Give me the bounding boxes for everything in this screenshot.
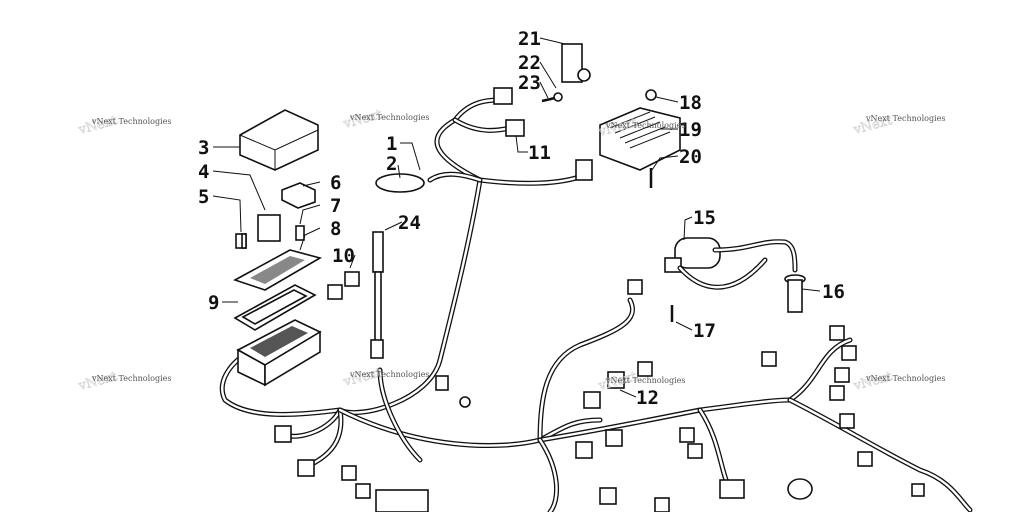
callout-17: 17 (693, 320, 716, 342)
watermark-6: vNext Technologies (349, 370, 429, 379)
part-22-washer (553, 92, 563, 102)
callout-10: 10 (332, 245, 355, 267)
watermark-5: vNext Technologies (91, 374, 171, 383)
callout-21: 21 (518, 28, 541, 50)
leader-lines (212, 37, 821, 398)
callout-18: 18 (679, 92, 702, 114)
callout-24: 24 (398, 212, 421, 234)
watermark-2: vNext Technologies (349, 113, 429, 122)
callout-11: 11 (528, 142, 551, 164)
part-3-fuse-box-cover (239, 109, 319, 171)
part-10-connector (327, 271, 360, 300)
watermark-8: vNext Technologies (865, 374, 945, 383)
callout-2: 2 (386, 153, 397, 175)
callout-4: 4 (198, 161, 209, 183)
watermark-7: vNext Technologies (605, 376, 685, 385)
callout-15: 15 (693, 207, 716, 229)
part-21-bracket (561, 43, 591, 83)
callout-3: 3 (198, 137, 209, 159)
part-5-fuse (235, 233, 247, 249)
part-11-connector (505, 119, 525, 137)
harness-top-connector (493, 87, 513, 105)
part-19-voltage-regulator (599, 107, 681, 171)
part-15-solenoid (664, 237, 798, 290)
callout-22: 22 (518, 52, 541, 74)
callout-12: 12 (636, 387, 659, 409)
watermark-1: vNext Technologies (91, 117, 171, 126)
callout-6: 6 (330, 172, 341, 194)
fuse-box-base (236, 319, 322, 387)
callout-23: 23 (518, 72, 541, 94)
part-7-mini-fuse (295, 225, 305, 241)
callout-19: 19 (679, 119, 702, 141)
regulator-connector (575, 159, 593, 181)
callout-9: 9 (208, 292, 219, 314)
part-4-relay (257, 214, 281, 242)
part-6-mini-relay (281, 182, 316, 209)
callout-labels: 1 2 3 4 5 6 7 8 9 10 11 12 15 16 17 18 1… (198, 28, 845, 409)
part-24-sensor (370, 231, 384, 359)
part-16-terminal-boot (784, 274, 806, 313)
harness-connectors (274, 279, 925, 512)
callout-7: 7 (330, 195, 341, 217)
callout-8: 8 (330, 218, 341, 240)
watermark-4: vNext Technologies (865, 114, 945, 123)
part-23-screw (541, 96, 556, 103)
callout-5: 5 (198, 186, 209, 208)
callout-20: 20 (679, 146, 702, 168)
callout-1: 1 (386, 133, 397, 155)
part-1-2-harness-clip (375, 173, 425, 193)
callout-16: 16 (822, 281, 845, 303)
watermark-3: vNext Technologies (605, 121, 685, 130)
wiring-harness (220, 97, 973, 512)
part-18-grommet (645, 89, 657, 101)
part-8-circuit-board (233, 249, 323, 291)
